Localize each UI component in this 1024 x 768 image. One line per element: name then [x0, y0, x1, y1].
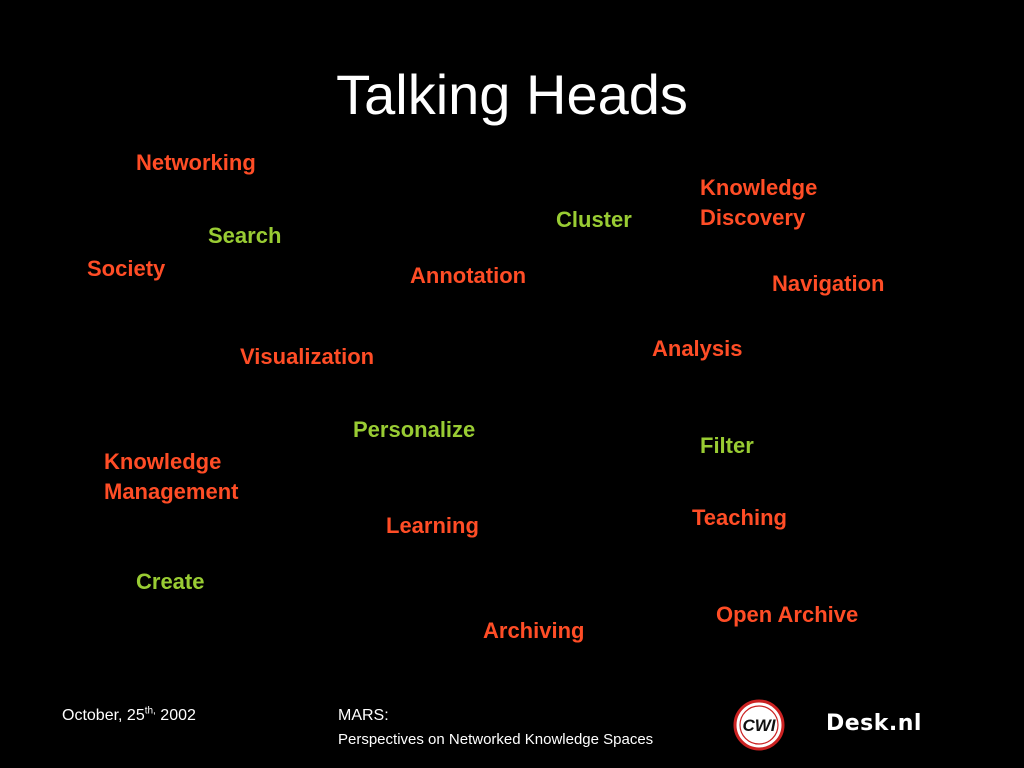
term-knowledge-management: Knowledge Management: [104, 447, 238, 507]
term-knowledge-discovery-line1: Knowledge: [700, 175, 818, 200]
term-networking: Networking: [136, 150, 256, 175]
term-learning: Learning: [386, 513, 479, 538]
term-society: Society: [87, 256, 166, 281]
term-analysis: Analysis: [652, 336, 743, 361]
term-knowledge-discovery-line2: Discovery: [700, 205, 806, 230]
cwi-logo: CWI: [733, 699, 785, 751]
footer-event: MARS:: [338, 707, 389, 724]
footer-subtitle: Perspectives on Networked Knowledge Spac…: [338, 731, 654, 748]
term-navigation: Navigation: [772, 271, 885, 296]
term-visualization: Visualization: [240, 344, 375, 369]
term-create: Create: [136, 569, 205, 594]
term-personalize: Personalize: [353, 417, 476, 442]
term-open-archive: Open Archive: [716, 602, 859, 627]
footer-date-suffix: 2002: [155, 707, 196, 724]
cwi-logo-text: CWI: [742, 716, 776, 735]
slide-title: Talking Heads: [336, 63, 688, 126]
term-knowledge-discovery: Knowledge Discovery: [700, 173, 817, 233]
term-filter: Filter: [700, 433, 754, 458]
footer-date-prefix: October, 25: [62, 707, 145, 724]
term-knowledge-management-line1: Knowledge: [104, 449, 222, 474]
term-knowledge-management-line2: Management: [104, 479, 239, 504]
term-archiving: Archiving: [483, 618, 585, 643]
footer-date: October, 25th, 2002: [62, 706, 196, 726]
term-annotation: Annotation: [410, 263, 527, 288]
term-search: Search: [208, 223, 282, 248]
term-teaching: Teaching: [692, 505, 787, 530]
footer-date-sup: th,: [144, 705, 156, 717]
desk-logo: Desk.nl: [826, 711, 922, 736]
term-cluster: Cluster: [556, 207, 632, 232]
